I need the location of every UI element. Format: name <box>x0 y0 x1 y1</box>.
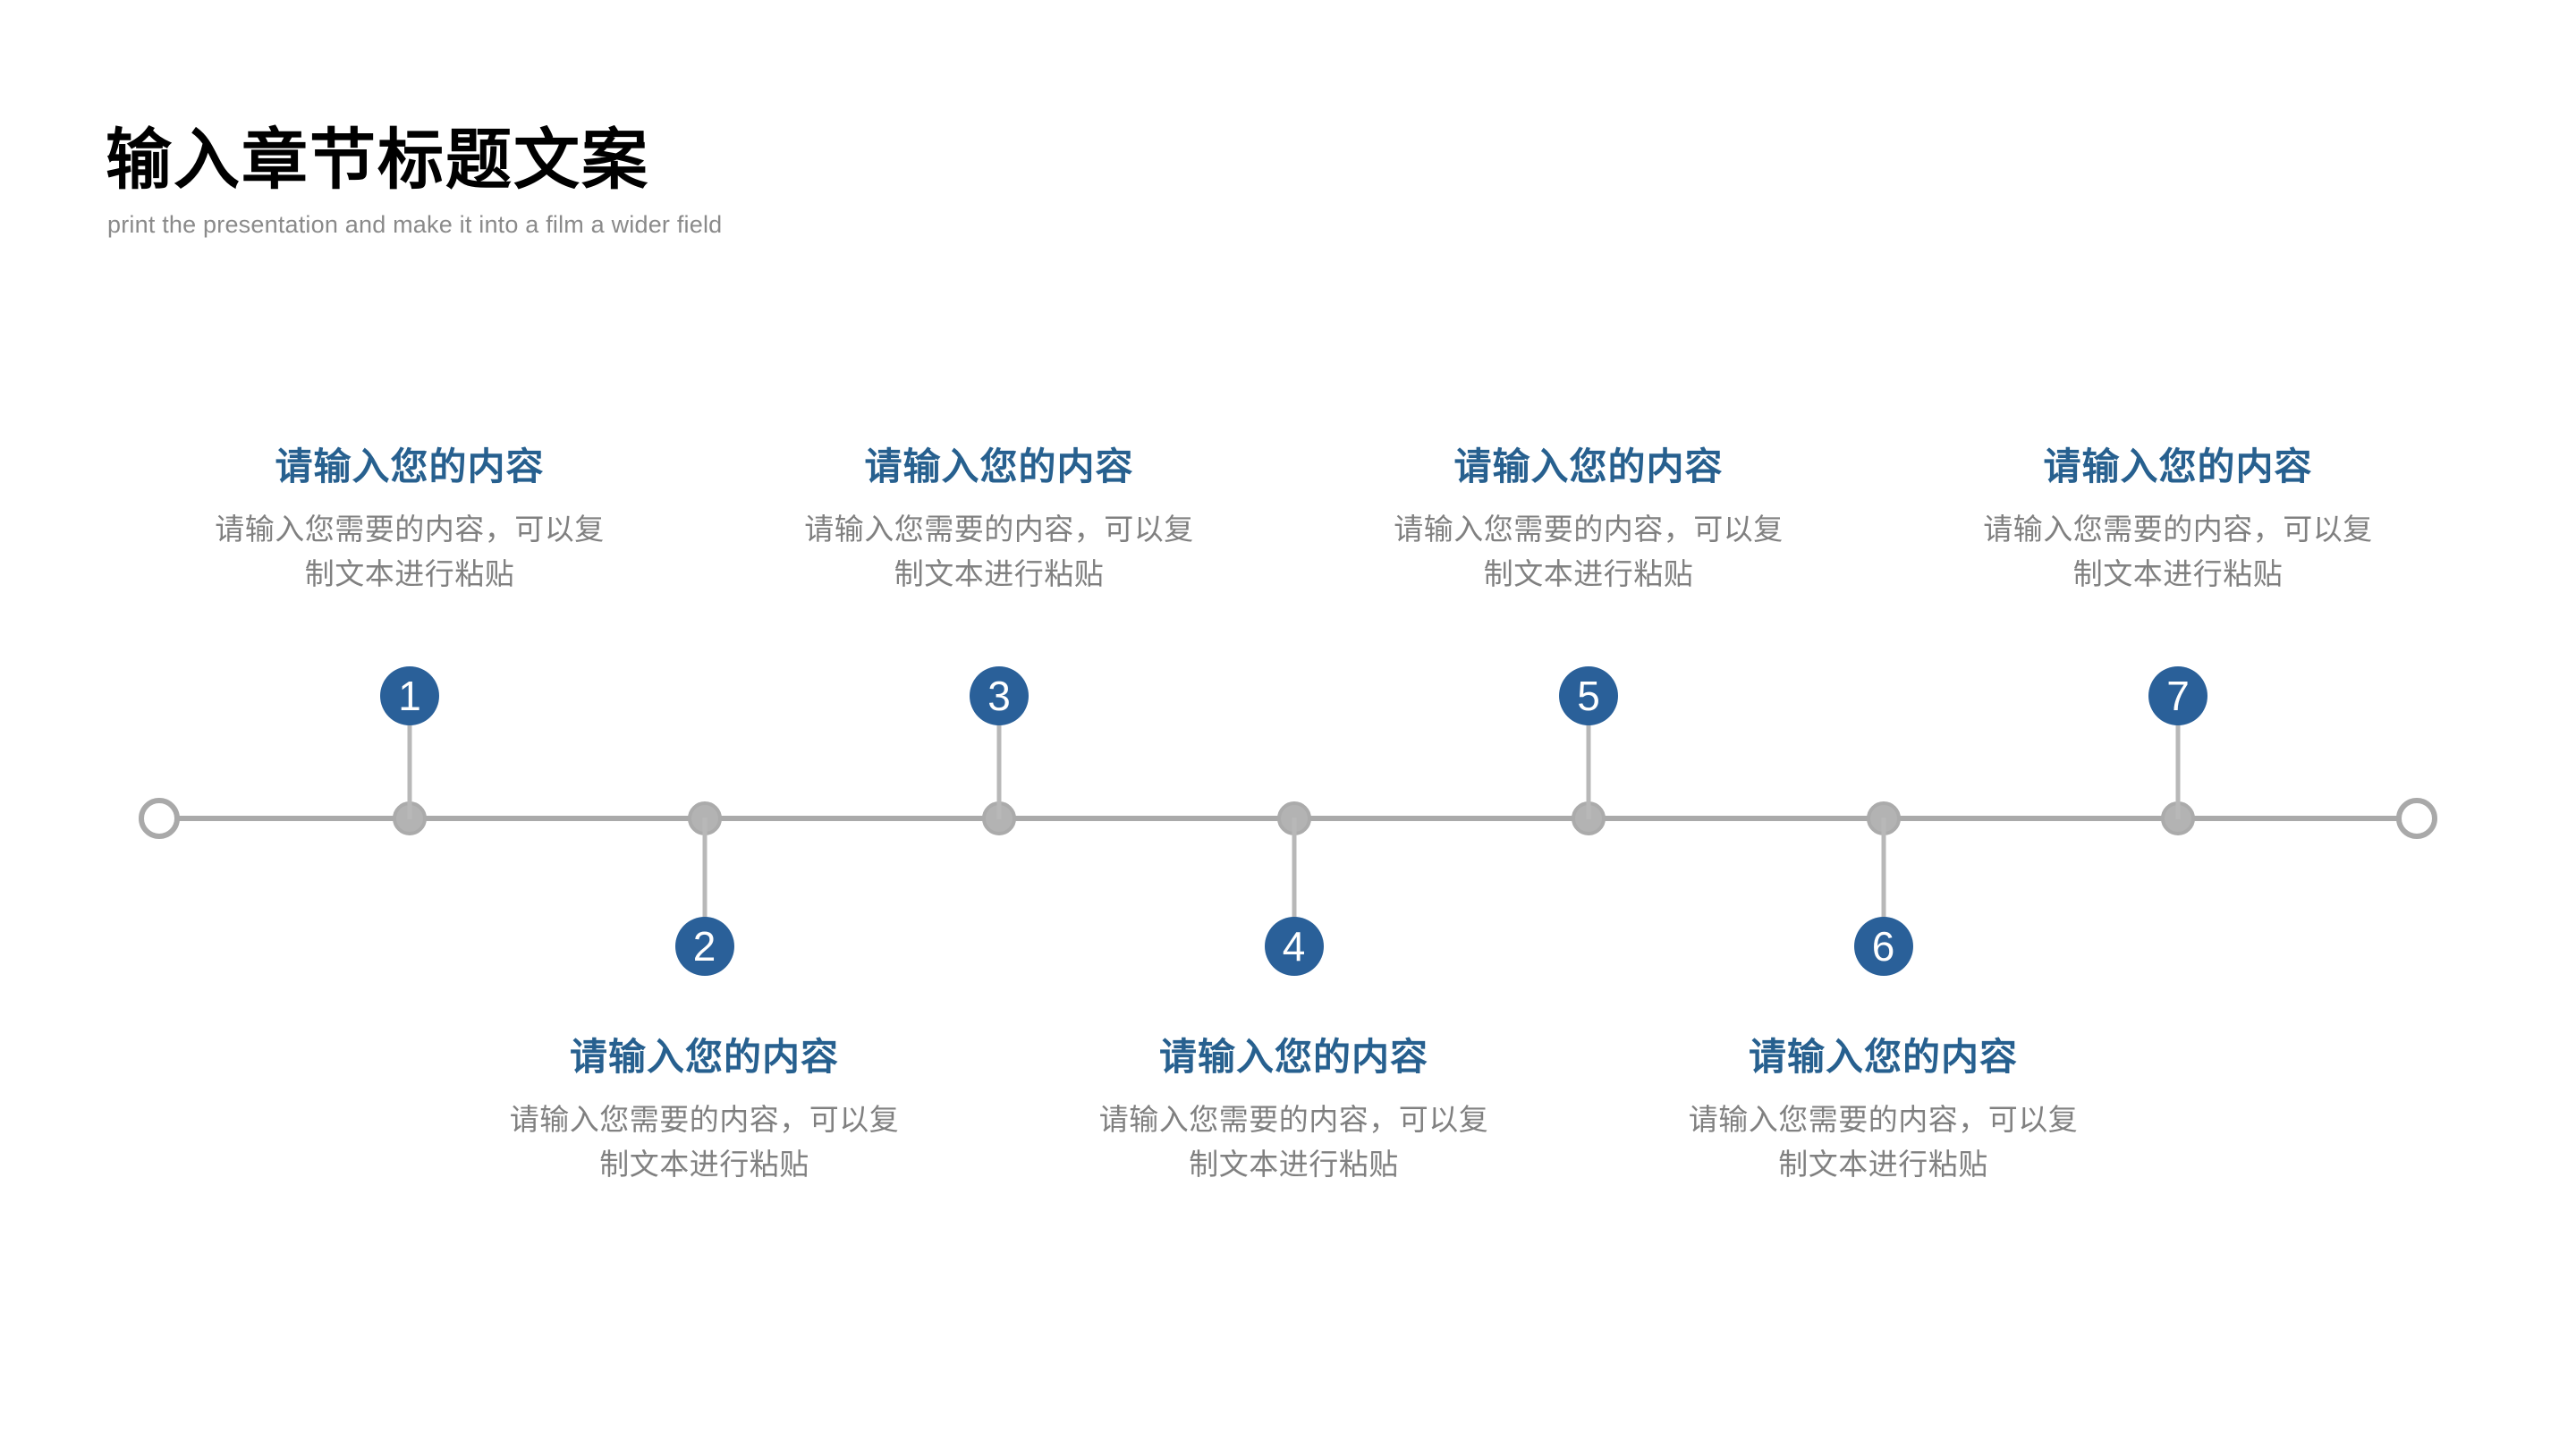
timeline-step-body: 请输入您需要的内容，可以复制文本进行粘贴 <box>1098 1103 1489 1181</box>
timeline-step-text-4: 请输入您的内容请输入您需要的内容，可以复制文本进行粘贴 <box>1062 1027 1527 1186</box>
timeline-step-body: 请输入您需要的内容，可以复制文本进行粘贴 <box>509 1103 900 1181</box>
timeline-connector-stem <box>1292 818 1296 922</box>
timeline-connector-stem <box>702 818 707 922</box>
timeline-step-text-3: 请输入您的内容请输入您需要的内容，可以复制文本进行粘贴 <box>767 436 1232 596</box>
timeline-step-text-5: 请输入您的内容请输入您需要的内容，可以复制文本进行粘贴 <box>1356 436 1821 596</box>
timeline-step-number-badge-7[interactable]: 7 <box>2148 666 2207 725</box>
timeline-connector-stem <box>1586 722 1591 819</box>
page-title: 输入章节标题文案 <box>106 123 649 197</box>
timeline-step-heading: 请输入您的内容 <box>2043 445 2313 487</box>
timeline-step-number-badge-6[interactable]: 6 <box>1853 917 1913 976</box>
timeline-step-number-badge-5[interactable]: 5 <box>1559 666 1618 725</box>
timeline-step-body: 请输入您需要的内容，可以复制文本进行粘贴 <box>215 513 605 590</box>
timeline-step-heading: 请输入您的内容 <box>275 445 545 487</box>
timeline-connector-stem <box>2175 722 2181 819</box>
timeline-step-number-badge-4[interactable]: 4 <box>1264 917 1324 976</box>
page-subtitle: print the presentation and make it into … <box>107 210 723 238</box>
timeline-step-heading: 请输入您的内容 <box>864 445 1134 487</box>
timeline-end-endpoint-icon <box>2396 798 2437 839</box>
timeline-connector-stem <box>1881 818 1885 922</box>
timeline-start-endpoint-icon <box>139 798 180 839</box>
timeline-step-heading: 请输入您的内容 <box>1158 1036 1428 1078</box>
timeline-step-body: 请输入您需要的内容，可以复制文本进行粘贴 <box>1688 1103 2079 1181</box>
timeline-step-text-6: 请输入您的内容请输入您需要的内容，可以复制文本进行粘贴 <box>1651 1027 2116 1186</box>
timeline-step-number-badge-2[interactable]: 2 <box>674 917 734 976</box>
timeline-step-number-badge-3[interactable]: 3 <box>970 666 1029 725</box>
timeline-connector-stem <box>407 722 412 819</box>
timeline-step-heading: 请输入您的内容 <box>569 1036 839 1078</box>
timeline-connector-stem <box>996 722 1002 819</box>
timeline-step-heading: 请输入您的内容 <box>1453 445 1724 487</box>
timeline-step-body: 请输入您需要的内容，可以复制文本进行粘贴 <box>1394 513 1784 590</box>
timeline-step-text-2: 请输入您的内容请输入您需要的内容，可以复制文本进行粘贴 <box>472 1027 937 1186</box>
timeline-step-number-badge-1[interactable]: 1 <box>380 666 439 725</box>
timeline-step-text-7: 请输入您的内容请输入您需要的内容，可以复制文本进行粘贴 <box>1945 436 2411 596</box>
timeline-step-heading: 请输入您的内容 <box>1748 1036 2018 1078</box>
timeline-step-text-1: 请输入您的内容请输入您需要的内容，可以复制文本进行粘贴 <box>177 436 642 596</box>
timeline-step-body: 请输入您需要的内容，可以复制文本进行粘贴 <box>804 513 1194 590</box>
slide-header: 输入章节标题文案 print the presentation and make… <box>106 125 1537 239</box>
timeline-step-body: 请输入您需要的内容，可以复制文本进行粘贴 <box>1983 513 2373 590</box>
